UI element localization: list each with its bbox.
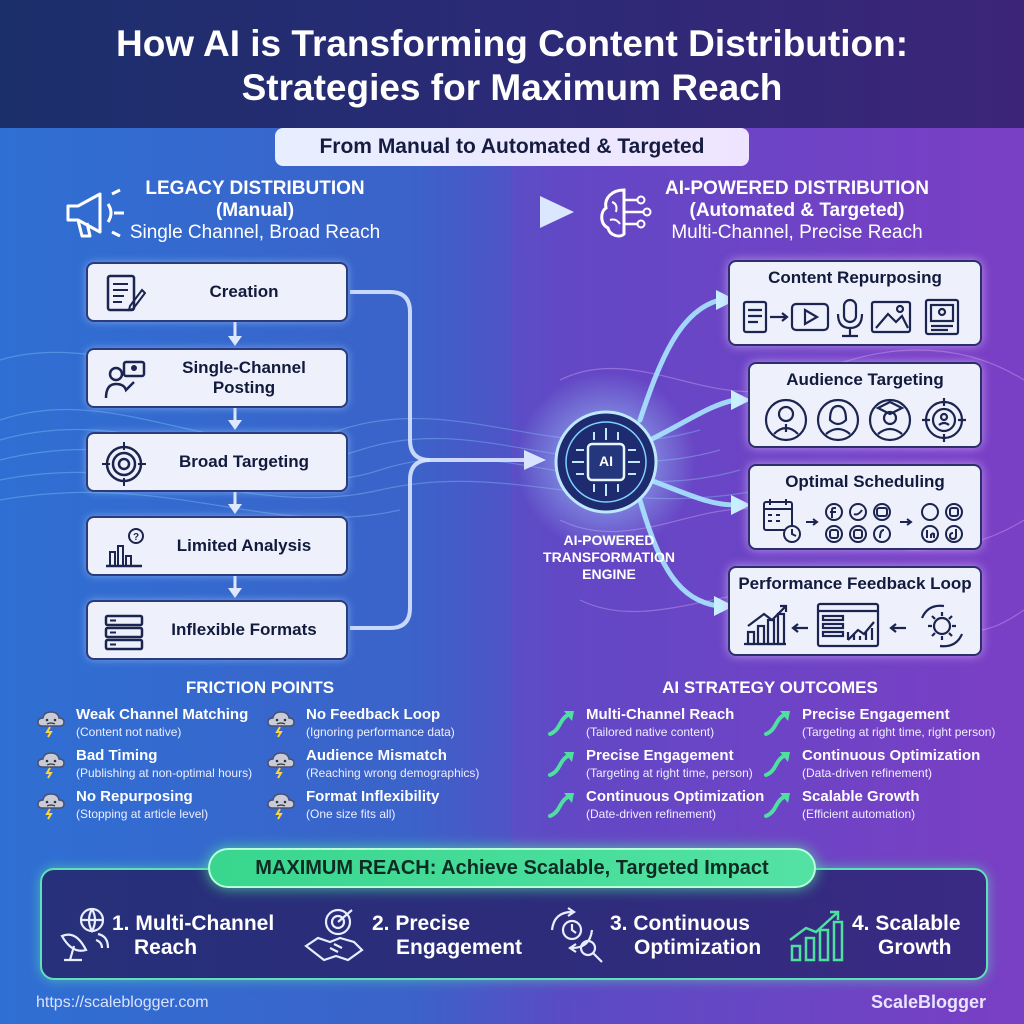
maximum-reach-banner: MAXIMUM REACH: Achieve Scalable, Targete… bbox=[208, 848, 816, 888]
svg-text:?: ? bbox=[133, 532, 139, 543]
step-label: Broad Targeting bbox=[178, 452, 310, 471]
outcome-item: Scalable Growth (Efficient automation) bbox=[762, 788, 992, 828]
max-step-continuous-optimization: 3. Continuous Optimization bbox=[544, 900, 774, 970]
legacy-title: LEGACY DISTRIBUTION bbox=[145, 178, 365, 199]
strategy-performance-feedback-loop: Performance Feedback Loop bbox=[728, 566, 982, 656]
document-pen-icon bbox=[106, 274, 146, 312]
bar-chart-question-icon: ? bbox=[106, 528, 144, 568]
footer-url[interactable]: https://scaleblogger.com bbox=[36, 994, 209, 1011]
friction-item: No Feedback Loop (Ignoring performance d… bbox=[266, 706, 496, 746]
legacy-step-inflexible-formats: Inflexible Formats bbox=[86, 600, 348, 660]
social-icons-grid-2-icon bbox=[921, 503, 963, 543]
legacy-mode: (Manual) bbox=[215, 200, 295, 221]
calendar-clock-icon bbox=[763, 499, 801, 543]
gear-cycle-icon bbox=[920, 604, 964, 648]
video-play-icon bbox=[790, 302, 830, 332]
engine-label: AI-POWERED TRANSFORMATION ENGINE bbox=[543, 532, 675, 582]
image-icon bbox=[870, 300, 912, 334]
ai-chip-label: AI bbox=[599, 453, 613, 469]
legacy-step-single-channel-posting: Single-Channel Posting bbox=[86, 348, 348, 408]
strategy-optimal-scheduling: Optimal Scheduling bbox=[748, 464, 982, 550]
footer-brand: ScaleBlogger bbox=[870, 992, 986, 1012]
target-person-icon bbox=[922, 398, 966, 442]
friction-item: No Repurposing (Stopping at article leve… bbox=[36, 788, 266, 828]
max-step-precise-engagement: 2. Precise Engagement bbox=[302, 900, 532, 970]
presenter-icon bbox=[104, 360, 146, 399]
magnifier-cycle-icon bbox=[550, 907, 603, 963]
max-step-multi-channel-reach: 1. Multi-Channel Reach bbox=[56, 900, 286, 970]
storm-cloud-icon bbox=[267, 752, 295, 779]
scheduling-icons bbox=[763, 499, 963, 543]
max-step-scalable-growth: 4. Scalable Growth bbox=[786, 900, 976, 970]
step-label: Limited Analysis bbox=[176, 536, 312, 555]
dashboard-icon bbox=[816, 602, 880, 648]
strategy-audience-targeting: Audience Targeting bbox=[748, 362, 982, 448]
strategy-title: Performance Feedback Loop bbox=[738, 574, 972, 593]
storm-cloud-icon bbox=[37, 711, 65, 738]
trend-up-arrow-icon bbox=[548, 752, 574, 777]
social-icons-grid-icon bbox=[825, 503, 891, 543]
audience-icons bbox=[764, 398, 966, 442]
ai-title: AI-POWERED DISTRIBUTION bbox=[665, 178, 929, 199]
businessman-icon bbox=[764, 398, 808, 442]
trend-up-arrow-icon bbox=[764, 793, 790, 818]
legacy-header: LEGACY DISTRIBUTION (Manual) Single Chan… bbox=[120, 178, 390, 244]
subtitle-pill: From Manual to Automated & Targeted bbox=[275, 128, 749, 166]
growth-chart-icon bbox=[744, 604, 788, 646]
presentation-icon bbox=[924, 298, 960, 336]
microphone-icon bbox=[836, 298, 864, 338]
friction-item: Weak Channel Matching (Content not nativ… bbox=[36, 706, 266, 746]
page-title: How AI is Transforming Content Distribut… bbox=[0, 22, 1024, 110]
trend-up-arrow-icon bbox=[764, 752, 790, 777]
outcome-item: Multi-Channel Reach (Tailored native con… bbox=[546, 706, 776, 746]
strategy-title: Optimal Scheduling bbox=[785, 472, 945, 491]
friction-item: Audience Mismatch (Reaching wrong demogr… bbox=[266, 747, 496, 787]
outcome-item: Continuous Optimization (Data-driven ref… bbox=[762, 747, 992, 787]
friction-title: FRICTION POINTS bbox=[185, 678, 335, 697]
outcome-item: Continuous Optimization (Date-driven ref… bbox=[546, 788, 776, 828]
strategy-content-repurposing: Content Repurposing bbox=[728, 260, 982, 346]
strategy-title: Content Repurposing bbox=[768, 268, 942, 287]
graduate-icon bbox=[868, 398, 912, 442]
target-icon bbox=[102, 442, 146, 486]
handshake-target-icon bbox=[304, 908, 364, 962]
brain-circuit-icon bbox=[600, 188, 652, 238]
step-label: Single-Channel Posting bbox=[182, 358, 306, 397]
storm-cloud-icon bbox=[37, 793, 65, 820]
header-band bbox=[0, 0, 1024, 128]
strategy-title: Audience Targeting bbox=[786, 370, 944, 389]
trend-up-arrow-icon bbox=[548, 711, 574, 736]
growth-chart-icon bbox=[789, 910, 844, 962]
trend-up-arrow-icon bbox=[548, 793, 574, 818]
legacy-step-broad-targeting: Broad Targeting bbox=[86, 432, 348, 492]
document-icon bbox=[742, 300, 768, 334]
storm-cloud-icon bbox=[267, 711, 295, 738]
ai-mode: (Automated & Targeted) bbox=[689, 200, 905, 221]
outcome-item: Precise Engagement (Targeting at right t… bbox=[546, 747, 776, 787]
outcome-item: Precise Engagement (Targeting at right t… bbox=[762, 706, 995, 746]
friction-item: Format Inflexibility (One size fits all) bbox=[266, 788, 496, 828]
woman-icon bbox=[816, 398, 860, 442]
stacked-blocks-icon bbox=[104, 614, 144, 651]
storm-cloud-icon bbox=[267, 793, 295, 820]
step-label: Creation bbox=[209, 282, 279, 301]
friction-item: Bad Timing (Publishing at non-optimal ho… bbox=[36, 747, 266, 787]
feedback-loop-icons bbox=[744, 602, 964, 648]
legacy-step-creation: Creation bbox=[86, 262, 348, 322]
ai-desc: Multi-Channel, Precise Reach bbox=[671, 222, 923, 243]
trend-up-arrow-icon bbox=[764, 711, 790, 736]
legacy-step-limited-analysis: ? Limited Analysis bbox=[86, 516, 348, 576]
repurposing-icons bbox=[742, 298, 960, 338]
outcomes-title: AI STRATEGY OUTCOMES bbox=[662, 678, 878, 697]
title-line-2: Strategies for Maximum Reach bbox=[241, 67, 783, 108]
satellite-globe-icon bbox=[60, 907, 110, 962]
step-label: Inflexible Formats bbox=[171, 620, 317, 639]
storm-cloud-icon bbox=[37, 752, 65, 779]
megaphone-icon bbox=[66, 188, 124, 238]
legacy-desc: Single Channel, Broad Reach bbox=[129, 222, 381, 243]
ai-header: AI-POWERED DISTRIBUTION (Automated & Tar… bbox=[652, 178, 942, 244]
title-line-1: How AI is Transforming Content Distribut… bbox=[115, 23, 909, 64]
